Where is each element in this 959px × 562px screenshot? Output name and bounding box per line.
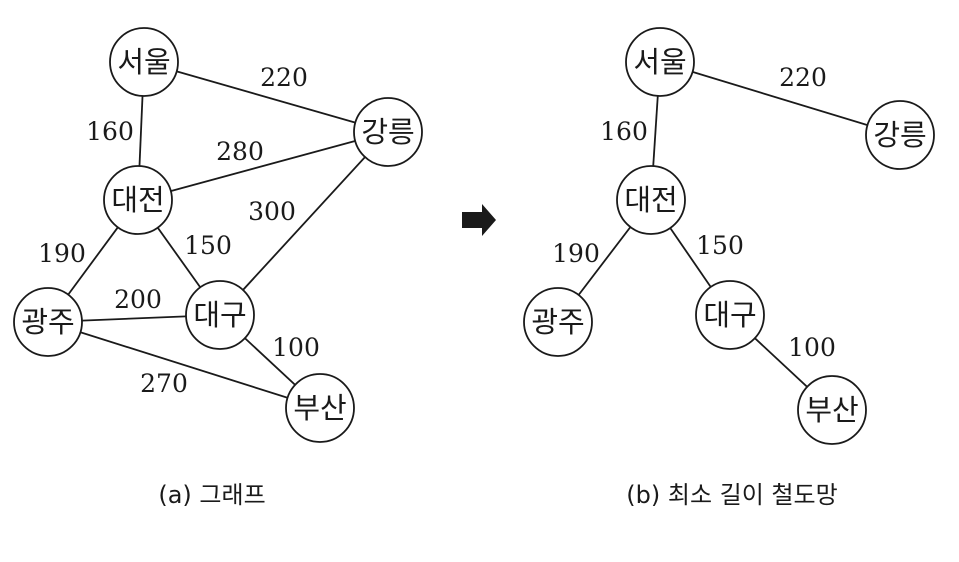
caption-b: (b) 최소 길이 철도망 [626,481,837,509]
weight-a-daegu-busan: 100 [272,333,320,362]
node-b-seoul: 서울 [625,27,695,97]
edge-a-gwangju-busan [47,321,321,409]
node-label: 대구 [703,298,756,332]
weight-a-gwangju-busan: 270 [140,369,188,398]
node-a-daejeon: 대전 [103,165,173,235]
graph-b: 220 160 190 150 100 서울 강릉 대전 광주 대구 부산 [523,27,935,509]
node-a-gangneung: 강릉 [353,97,423,167]
edge-b-seoul-gangneung [659,61,901,136]
weight-b-seoul-gangneung: 220 [779,63,827,92]
node-b-daegu: 대구 [695,280,765,350]
node-b-gwangju: 광주 [523,287,593,357]
weight-a-seoul-daejeon: 160 [86,117,134,146]
node-a-busan: 부산 [285,373,355,443]
weight-a-gwangju-daegu: 200 [114,285,162,314]
node-a-gwangju: 광주 [13,287,83,357]
edge-a-daegu-gangneung [219,131,389,316]
node-label: 광주 [531,305,584,339]
node-a-seoul: 서울 [109,27,179,97]
weight-a-daejeon-daegu: 150 [184,231,232,260]
weight-b-daegu-busan: 100 [788,333,836,362]
node-label: 서울 [117,45,170,79]
node-b-daejeon: 대전 [616,165,686,235]
node-b-busan: 부산 [797,375,867,445]
edge-a-seoul-gangneung [143,61,389,133]
node-label: 서울 [633,45,686,79]
node-b-gangneung: 강릉 [865,100,935,170]
caption-a: (a) 그래프 [158,481,265,509]
weight-a-daejeon-gwangju: 190 [38,239,86,268]
weight-a-daegu-gangneung: 300 [248,197,296,226]
graph-a: 220 160 280 300 190 150 200 100 270 서울 강… [13,27,423,509]
node-label: 대전 [624,183,677,217]
weight-b-seoul-daejeon: 160 [600,117,648,146]
node-label: 대전 [111,183,164,217]
weight-a-daejeon-gangneung: 280 [216,137,264,166]
node-a-daegu: 대구 [185,280,255,350]
right-arrow-icon [462,204,496,236]
weight-a-seoul-gangneung: 220 [260,63,308,92]
weight-b-daejeon-gwangju: 190 [552,239,600,268]
weight-b-daejeon-daegu: 150 [696,231,744,260]
node-label: 광주 [21,305,74,339]
node-label: 부산 [293,391,346,425]
node-label: 강릉 [873,118,926,152]
node-label: 부산 [805,393,858,427]
edge-a-daejeon-gangneung [137,131,389,201]
node-label: 대구 [193,298,246,332]
node-label: 강릉 [361,115,414,149]
